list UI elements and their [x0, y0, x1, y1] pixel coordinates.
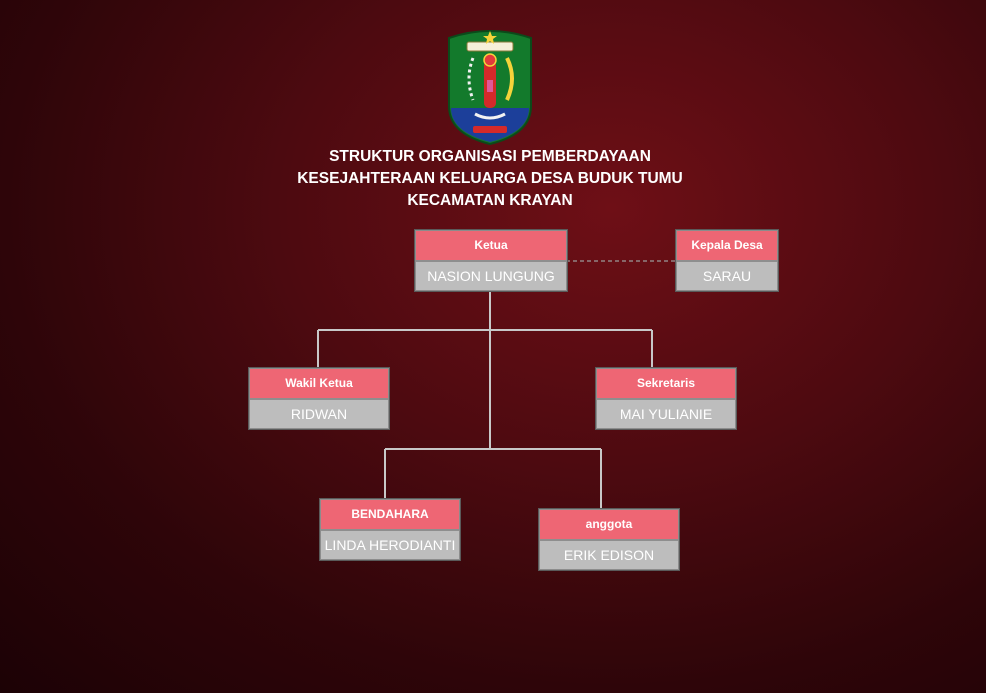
regency-crest-icon	[448, 30, 532, 146]
node-bendahara: BENDAHARA LINDA HERODIANTI	[320, 499, 460, 560]
person-name: MAI YULIANIE	[597, 400, 735, 428]
person-name: ERIK EDISON	[540, 541, 678, 569]
person-name: SARAU	[677, 262, 777, 290]
node-ketua: Ketua NASION LUNGUNG	[415, 230, 567, 291]
node-anggota: anggota ERIK EDISON	[539, 509, 679, 570]
role-label: BENDAHARA	[321, 500, 459, 531]
role-label: Ketua	[416, 231, 566, 262]
role-label: Wakil Ketua	[250, 369, 388, 400]
title-line-3: KECAMATAN KRAYAN	[407, 192, 573, 209]
role-label: anggota	[540, 510, 678, 541]
person-name: NASION LUNGUNG	[416, 262, 566, 290]
title-line-1: STRUKTUR ORGANISASI PEMBERDAYAAN	[329, 148, 651, 165]
page-title: STRUKTUR ORGANISASI PEMBERDAYAAN KESEJAH…	[240, 146, 740, 212]
title-line-2: KESEJAHTERAAN KELUARGA DESA BUDUK TUMU	[297, 170, 683, 187]
node-wakil-ketua: Wakil Ketua RIDWAN	[249, 368, 389, 429]
person-name: LINDA HERODIANTI	[321, 531, 459, 559]
role-label: Sekretaris	[597, 369, 735, 400]
role-label: Kepala Desa	[677, 231, 777, 262]
node-kepala-desa: Kepala Desa SARAU	[676, 230, 778, 291]
person-name: RIDWAN	[250, 400, 388, 428]
node-sekretaris: Sekretaris MAI YULIANIE	[596, 368, 736, 429]
